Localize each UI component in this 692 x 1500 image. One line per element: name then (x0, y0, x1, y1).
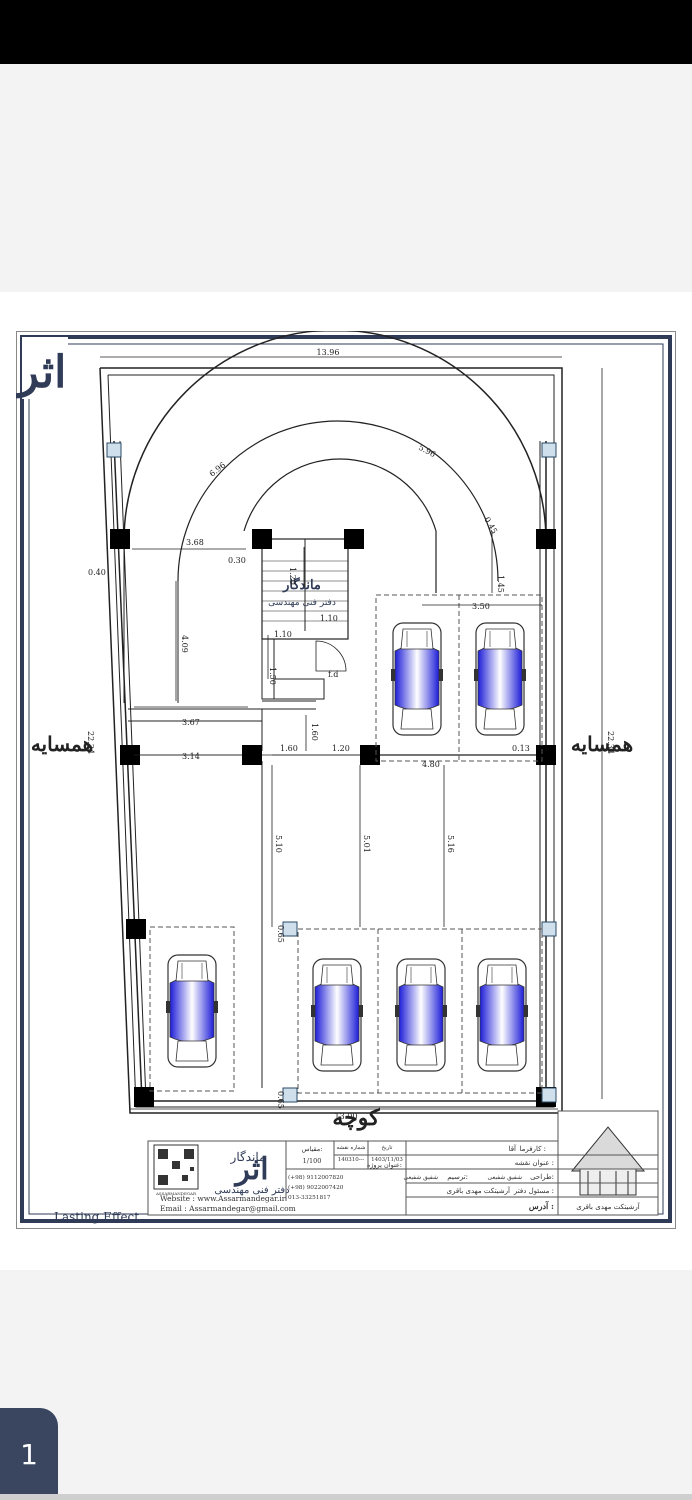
designer-label: طراحی: (530, 1173, 554, 1181)
seal-caption: آرشیتکت مهدی باقری (576, 1201, 641, 1211)
dim-120a: 1.20 (288, 567, 297, 585)
dim-overall-width-top: 13.96 (317, 348, 340, 357)
car-icon (394, 958, 448, 1072)
dim-160b: 1.60 (280, 744, 298, 753)
dim-350: 3.50 (472, 602, 490, 611)
parking-bays (149, 594, 543, 1094)
driveway-arch (123, 331, 547, 703)
title-block[interactable]: آرشیتکت مهدی باقری ASSARMANDEGAR اثر مان… (147, 1110, 659, 1216)
column (120, 745, 140, 765)
page-indicator-button[interactable]: 1 (0, 1408, 58, 1500)
page-indicator-number: 1 (20, 1437, 38, 1471)
brand-logo-text: اثر (233, 1152, 268, 1187)
column (536, 529, 556, 549)
column (360, 745, 380, 765)
brand-sub: دفتر فنی مهندسی (214, 1185, 289, 1196)
column (110, 529, 130, 549)
dim-030: 0.30 (228, 556, 246, 565)
hatched-columns (106, 442, 557, 1103)
stair-logo-line1: ماندگار (282, 576, 321, 593)
drafter-label: ترسیم: (447, 1173, 468, 1181)
sheet-frame (20, 335, 672, 1223)
sheet-no-value: 140310--- (338, 1157, 365, 1163)
project-title-label: عنوان پروژه: (367, 1161, 402, 1169)
car-icon (390, 622, 444, 736)
dim-013: 0.13 (512, 744, 530, 753)
office-label: مسئول دفتر : (513, 1187, 554, 1195)
car-icon (473, 622, 527, 736)
dim-314: 3.14 (182, 752, 200, 761)
website-text: Website : www.Assarmandegar.ir (160, 1194, 286, 1203)
dim-110b: 1.10 (274, 630, 292, 639)
dim-120b: 1.20 (332, 744, 350, 753)
client-value: آقا (509, 1143, 517, 1153)
corner-logo-text: اثر (16, 347, 66, 399)
dim-150: 1.50 (268, 667, 277, 685)
date-label: تاریخ (382, 1144, 393, 1151)
map-title-label: عنوان نقشه : (515, 1159, 554, 1167)
car-icon (475, 958, 529, 1072)
dim-065a: 0.65 (276, 925, 285, 943)
dim-110a: 1.10 (320, 614, 338, 623)
column (126, 919, 146, 939)
dim-145: 1.45 (496, 575, 505, 593)
scale-value: 1/100 (303, 1157, 322, 1165)
office-value: آرشیتکت مهدی باقری (446, 1185, 511, 1195)
dimension-lines (100, 356, 603, 1110)
car-icon (165, 954, 219, 1068)
label-street: کوچه (332, 1105, 380, 1131)
column (536, 745, 556, 765)
scale-label: مقیاس: (302, 1145, 323, 1153)
brand-small: ماندگار (230, 1150, 266, 1164)
label-neighbor-right: همسایه (571, 732, 633, 756)
dim-left-height: 22.34 (86, 731, 95, 754)
dim-501: 5.01 (362, 835, 371, 853)
phone-1: (+98) 9112007820 (288, 1174, 344, 1181)
column (344, 529, 364, 549)
dim-409: 4.09 (180, 635, 189, 653)
dim-065b: 0.65 (276, 1091, 285, 1109)
lasting-effect-label: Lasting Effect (54, 1210, 139, 1224)
sheet-no-label: شماره نقشه (337, 1144, 366, 1151)
stair-logo: ماندگار دفتر فنی مهندسی (268, 576, 336, 608)
drafter-value: شفیق شفیعی (403, 1174, 438, 1181)
email-text: Email : Assarmandegar@gmail.com (160, 1204, 296, 1213)
dim-right-height: 22.34 (606, 731, 615, 754)
floor-plan-drawing[interactable]: اثر (16, 331, 676, 1229)
status-bar (0, 0, 692, 64)
sheet-outer-border (16, 331, 676, 1229)
designer-value: شفیق شفیعی (487, 1174, 522, 1181)
dim-510: 5.10 (274, 835, 283, 853)
dim-367: 3.67 (182, 718, 200, 727)
columns (110, 529, 556, 1107)
bottom-divider (0, 1494, 692, 1500)
dim-480: 4.80 (422, 760, 440, 769)
address-label: آدرس : (529, 1200, 554, 1212)
stair-logo-line2: دفتر فنی مهندسی (268, 598, 336, 608)
column (242, 745, 262, 765)
dim-overall-width-bottom: 13.00 (335, 1112, 358, 1121)
stair-block[interactable] (261, 538, 349, 710)
phone-2: (+98) 9022007420 (288, 1184, 344, 1191)
corner-logo: اثر (16, 337, 68, 399)
car-icon (310, 958, 364, 1072)
client-label: کارفرما : (519, 1145, 546, 1153)
column (252, 529, 272, 549)
dim-160a: 1.60 (310, 723, 319, 741)
date-value: 1403/11/03 (371, 1157, 403, 1163)
column (134, 1087, 154, 1107)
phone-3: 013-33251817 (288, 1195, 331, 1201)
qr-code-icon: ASSARMANDEGAR (153, 1144, 199, 1196)
dim-516: 5.16 (446, 835, 455, 853)
label-neighbor-left: همسایه (31, 732, 93, 756)
dim-left-offset: 0.40 (88, 568, 106, 577)
qr-caption: ASSARMANDEGAR (155, 1191, 197, 1196)
dim-fd: f.d (328, 670, 338, 679)
dim-368: 3.68 (186, 538, 204, 547)
